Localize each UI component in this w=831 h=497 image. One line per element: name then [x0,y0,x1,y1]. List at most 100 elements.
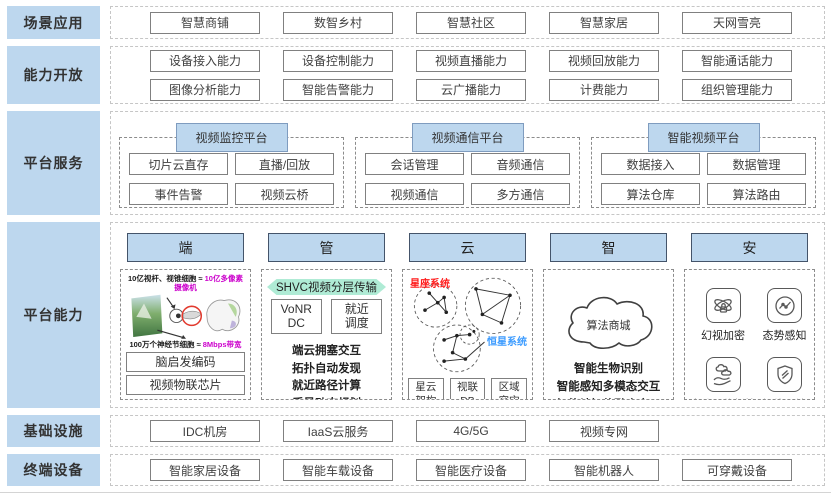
device-annotation-bottom: 100万个神经节细胞 ≈ 8Mbps带宽 [129,339,242,349]
service-box: 切片云直存 [129,153,228,175]
network-feature: 拓扑自动发现 [292,362,361,375]
constellation-graphic: 星座系统 恒星系统 [408,274,527,376]
column-cloud: 云 星座系统 恒星系统 [402,233,533,400]
band-platform-service: 平台服务 视频监控平台 切片云直存 直播/回放 事件告警 视频云桥 视频通信平台… [7,111,825,215]
cloud-box-video-db: 视联DB [449,378,486,399]
terminal-box: 智能医疗设备 [416,459,526,481]
shield-icon [767,357,802,392]
intelligence-feature-list: 智能生物识别 智能感知多模态交互 智能认知的融合应用 [556,361,661,400]
row-label-platform-ability: 平台能力 [7,222,100,408]
device-box: 脑启发编码 [126,351,245,372]
security-feature-label: 密匙可信托管 [690,396,756,399]
row-label-platform-service: 平台服务 [7,111,100,215]
cloud-icon [567,296,653,350]
device-box: 视频物联芯片 [126,374,245,396]
row-label-infrastructure: 基础设施 [7,415,100,447]
band-scene: 场景应用 智慧商铺 数智乡村 智慧社区 智慧家居 天网雪亮 [7,6,825,39]
infrastructure-box: 4G/5G [416,420,526,442]
security-feature-cell: 幻视加密 [690,288,756,343]
band-infrastructure: 基础设施 IDC机房 IaaS云服务 4G/5G 视频专网 [7,415,825,447]
row-label-scene: 场景应用 [7,6,100,39]
security-feature-cell: 态势感知 [760,288,809,343]
service-box: 视频云桥 [235,183,334,205]
network-feature: 端云拥塞交互 [292,344,361,357]
column-header-cloud: 云 [409,233,526,262]
column-intelligence: 智 算法商城 智能生物识别 智能感知多模态交互 智能认知的融合应用 [543,233,674,400]
network-box-nearby-dispatch: 就近调度 [331,299,383,334]
capability-box: 设备接入能力 [150,49,260,72]
intelligence-feature: 智能感知多模态交互 [556,380,661,393]
infrastructure-container: IDC机房 IaaS云服务 4G/5G 视频专网 [110,415,825,447]
column-header-security: 安 [691,233,808,262]
network-feature: 质量动态规划 [292,396,361,399]
security-feature-label: 智能盾墙 [763,396,807,399]
service-box: 多方通信 [471,183,570,205]
eye-brain-illustration [129,293,240,339]
platform-service-container: 视频监控平台 切片云直存 直播/回放 事件告警 视频云桥 视频通信平台 会话管理… [110,111,825,215]
atom-lock-icon [705,288,741,323]
intelligence-sub-panel: 算法商城 智能生物识别 智能感知多模态交互 智能认知的融合应用 [543,269,674,400]
algorithm-mall-cloud: 算法商城 [559,290,659,352]
group-header: 视频通信平台 [411,123,524,152]
capability-box: 视频直播能力 [416,49,526,72]
service-box: 会话管理 [365,153,464,175]
shvc-banner: SHVC视频分层传输 [267,279,386,295]
capability-box: 设备控制能力 [283,49,393,72]
terminal-box: 智能家居设备 [150,459,260,481]
column-header-device: 端 [127,233,244,262]
band-terminal: 终端设备 智能家居设备 智能车载设备 智能医疗设备 智能机器人 可穿戴设备 [7,454,825,486]
row-label-terminal: 终端设备 [7,454,100,486]
device-annotation-top: 10亿视杆、视锥细胞 ≈ 10亿多像素摄像机 [128,274,243,292]
terminal-box: 智能机器人 [549,459,659,481]
bottom-divider [0,492,831,493]
service-box: 数据接入 [601,153,700,175]
intelligence-feature: 智能认知的融合应用 [557,397,661,400]
group-video-communication-platform: 视频通信平台 会话管理 音频通信 视频通信 多方通信 [355,123,580,208]
service-box: 音频通信 [471,153,570,175]
constellation-system-label: 星座系统 [410,279,450,290]
scene-app-box: 智慧商铺 [150,11,260,34]
group-video-surveillance-platform: 视频监控平台 切片云直存 直播/回放 事件告警 视频云桥 [119,123,344,208]
capability-container: 设备接入能力 设备控制能力 视频直播能力 视频回放能力 智能通话能力 图像分析能… [110,46,825,104]
column-device: 端 10亿视杆、视锥细胞 ≈ 10亿多像素摄像机 [120,233,251,400]
service-box: 事件告警 [129,183,228,205]
capability-box: 智能告警能力 [283,78,393,101]
trend-gauge-icon [767,288,802,323]
terminal-container: 智能家居设备 智能车载设备 智能医疗设备 智能机器人 可穿戴设备 [110,454,825,486]
scene-app-box: 数智乡村 [283,11,393,34]
service-box: 算法路由 [707,183,806,205]
security-feature-cell: 智能盾墙 [760,357,809,399]
network-feature: 就近路径计算 [292,380,361,393]
terminal-box: 可穿戴设备 [682,459,792,481]
scene-app-box: 天网雪亮 [682,11,792,34]
capability-box: 图像分析能力 [150,78,260,101]
cloud-box-nebula-architecture: 星云架构 [408,378,444,399]
capability-box: 计费能力 [549,78,659,101]
star-system-label: 恒星系统 [487,337,527,349]
security-feature-label: 态势感知 [762,330,807,342]
intelligence-feature: 智能生物识别 [574,363,643,375]
platform-ability-container: 端 10亿视杆、视锥细胞 ≈ 10亿多像素摄像机 [110,222,825,408]
capability-box: 视频回放能力 [549,49,659,72]
network-feature-list: 端云拥塞交互 拓扑自动发现 就近路径计算 质量动态规划 [292,343,361,399]
cloud-box-regional-disaster-recovery: 区域容灾 [491,378,528,399]
service-box: 视频通信 [365,183,464,205]
hand-cloud-icon [705,357,741,392]
column-security: 安 幻视加密 [684,233,815,400]
security-feature-cell: 密匙可信托管 [690,357,756,399]
security-sub-panel: 幻视加密 态势感知 [684,269,815,400]
cloud-sub-panel: 星座系统 恒星系统 [402,269,533,400]
group-header: 视频监控平台 [175,123,288,152]
scene-app-box: 智慧社区 [416,11,526,34]
service-box: 数据管理 [707,153,806,175]
terminal-box: 智能车载设备 [283,459,393,481]
device-sub-panel: 10亿视杆、视锥细胞 ≈ 10亿多像素摄像机 [120,269,251,400]
infrastructure-box: IDC机房 [150,420,260,442]
band-capability: 能力开放 设备接入能力 设备控制能力 视频直播能力 视频回放能力 智能通话能力 … [7,46,825,104]
capability-box: 智能通话能力 [682,49,792,72]
scene-container: 智慧商铺 数智乡村 智慧社区 智慧家居 天网雪亮 [110,6,825,39]
